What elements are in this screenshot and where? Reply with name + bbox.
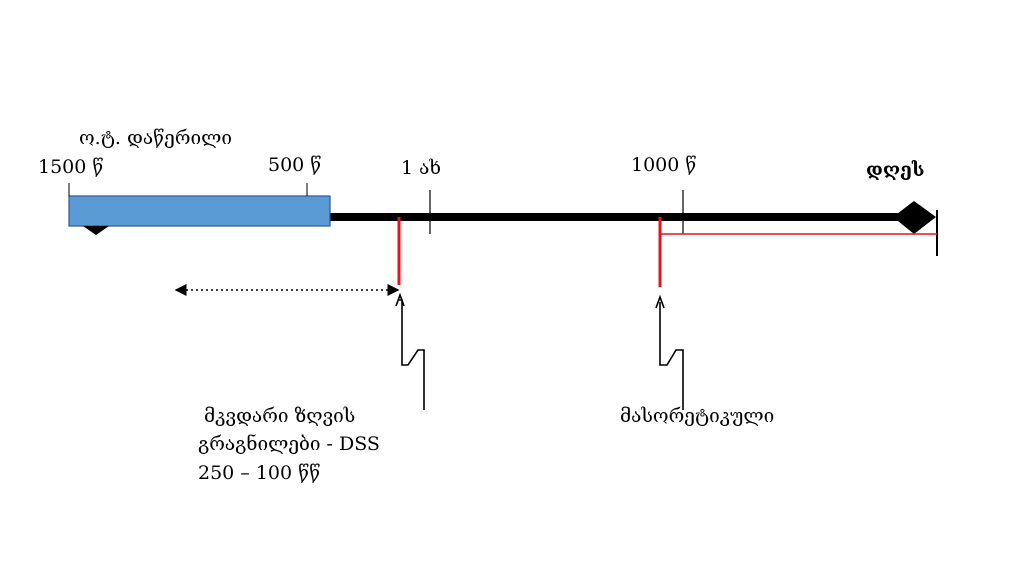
dss-arrow-head — [395, 292, 405, 307]
masoretic-label: მასორეტიკული — [620, 405, 775, 427]
dss-label-line2: გრაგნილები - DSS — [198, 433, 380, 455]
tick-label-1000: 1000 წ — [631, 154, 697, 176]
dss-label-line1: მკვდარი ზღვის — [204, 405, 356, 427]
dss-bent-arrow — [399, 299, 425, 410]
tick-label-500: 500 წ — [268, 154, 322, 176]
masoretic-arrow-head — [655, 294, 665, 309]
start-triangle-marker — [83, 226, 109, 235]
today-diamond-marker — [893, 201, 936, 234]
tick-label-1500: 1500 წ — [38, 156, 104, 178]
ot-period-bar — [68, 195, 331, 227]
today-label: დღეს — [866, 159, 925, 181]
tick-label-1ad: 1 ახ — [401, 157, 442, 179]
masoretic-bent-arrow — [659, 302, 684, 410]
ot-title-label: ო.ტ. დაწერილი — [79, 127, 233, 149]
dss-label-line3: 250 – 100 წწ — [198, 462, 321, 484]
